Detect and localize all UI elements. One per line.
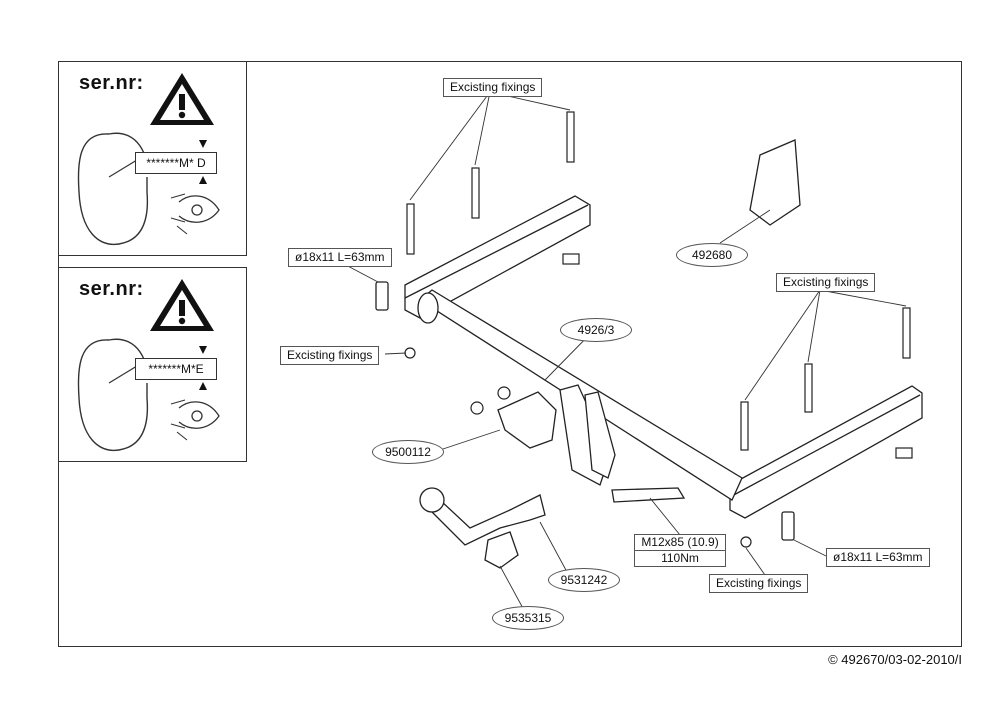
washer-plate xyxy=(562,253,580,265)
fixing-nut xyxy=(497,386,511,400)
part-4926-3: 4926/3 xyxy=(560,318,632,342)
sleeve-left xyxy=(375,281,389,311)
sleeve-right xyxy=(781,511,795,541)
part-9535315: 9535315 xyxy=(492,606,564,630)
left-bracket xyxy=(404,195,591,319)
bolt-m12 xyxy=(611,487,686,503)
fixing-nut xyxy=(740,536,752,548)
serial-plate-code: *******M* D xyxy=(135,152,217,174)
kit-card-492680 xyxy=(749,139,801,226)
label-fixings-right: Excisting fixings xyxy=(776,273,876,292)
serial-plate-code: *******M*E xyxy=(135,358,217,380)
label-fixings-left: Excisting fixings xyxy=(280,346,380,365)
serial-panel-d: ser.nr: *******M* D xyxy=(58,61,247,256)
label-bolt-spec: M12x85 (10.9) 110Nm xyxy=(634,534,726,567)
fixing-bolt xyxy=(740,401,749,451)
warning-icon xyxy=(150,279,214,331)
serial-title: ser.nr: xyxy=(79,72,144,94)
fixing-nut xyxy=(470,401,484,415)
label-fixings-bottom: Excisting fixings xyxy=(709,574,809,593)
serial-panel-e: ser.nr: *******M*E xyxy=(58,267,247,462)
fixing-bolt xyxy=(406,203,415,255)
part-9531242: 9531242 xyxy=(548,568,620,592)
label-fixings-top: Excisting fixings xyxy=(443,78,543,97)
tow-ball xyxy=(429,494,546,546)
fixing-bolt xyxy=(566,111,575,163)
right-bracket xyxy=(729,385,923,519)
serial-title: ser.nr: xyxy=(79,278,144,300)
washer-plate xyxy=(895,447,913,459)
copyright-text: © 492670/03-02-2010/I xyxy=(828,652,962,667)
bracket-9500112 xyxy=(497,391,557,449)
warning-icon xyxy=(150,73,214,125)
part-492680: 492680 xyxy=(676,243,748,267)
fixing-bolt xyxy=(804,363,813,413)
fixing-bolt xyxy=(471,167,480,219)
label-sleeve-left: ø18x11 L=63mm xyxy=(288,248,392,267)
socket-9535315 xyxy=(484,531,519,569)
bolt-spec: M12x85 (10.9) xyxy=(635,535,725,551)
bolt-torque: 110Nm xyxy=(661,551,699,565)
fixing-bolt xyxy=(902,307,911,359)
part-9500112: 9500112 xyxy=(372,440,444,464)
fixing-nut xyxy=(404,347,416,359)
label-sleeve-right: ø18x11 L=63mm xyxy=(826,548,930,567)
